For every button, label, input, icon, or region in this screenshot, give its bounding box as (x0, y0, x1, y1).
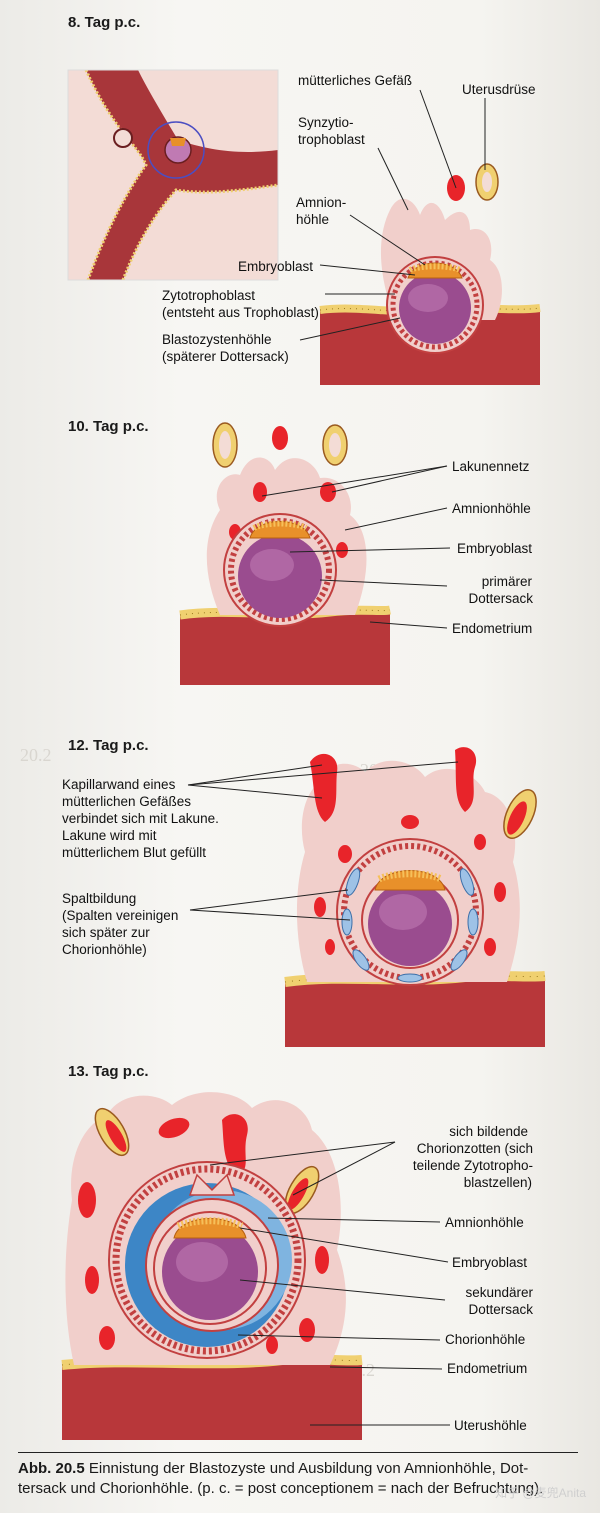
label-chorionic-cavity: Chorionhöhle (445, 1332, 526, 1347)
stage-title-day-13: 13. Tag p.c. (68, 1063, 149, 1080)
label-capillary-wall-2: mütterlichen Gefäßes (62, 794, 192, 809)
label-lacunar-network: Lakunennetz (452, 459, 530, 474)
label-cytotrophoblast-2: (entsteht aus Trophoblast) (162, 305, 319, 320)
label-embryoblast: Embryoblast (457, 541, 533, 556)
label-blastocyst-cavity-2: (späterer Dottersack) (162, 349, 289, 364)
label-amnion-cavity-2: höhle (296, 212, 330, 227)
label-embryoblast: Embryoblast (452, 1255, 528, 1270)
label-amnion-cavity-1: Amnion- (296, 195, 347, 210)
label-capillary-wall-5: mütterlichem Blut gefüllt (62, 845, 207, 860)
label-amnion-cavity: Amnionhöhle (445, 1215, 524, 1230)
label-cleft-formation-1: Spaltbildung (62, 891, 137, 906)
stage-title-day-12: 12. Tag p.c. (68, 737, 149, 754)
label-chorionic-villi-4: blastzellen) (463, 1175, 532, 1190)
label-capillary-wall-1: Kapillarwand eines (62, 777, 176, 792)
label-embryoblast: Embryoblast (238, 259, 314, 274)
label-uterine-cavity: Uterushöhle (454, 1418, 527, 1433)
figure-caption: Abb. 20.5 Einnistung der Blastozyste und… (18, 1452, 578, 1499)
overview-inset-day-8 (67, 69, 279, 281)
label-secondary-yolk-sac-1: sekundärer (465, 1285, 533, 1300)
label-cleft-formation-2: (Spalten vereinigen (62, 908, 179, 923)
label-uterine-gland: Uterusdrüse (462, 82, 536, 97)
leader-lines-day-10 (261, 465, 451, 629)
label-blastocyst-cavity-1: Blastozystenhöhle (162, 332, 272, 347)
label-endometrium: Endometrium (452, 621, 533, 636)
blastocyst-diagram-day-10 (179, 422, 391, 685)
blastocyst-diagram-day-13 (61, 1092, 363, 1440)
label-cytotrophoblast-1: Zytotrophoblast (162, 288, 256, 303)
label-capillary-wall-4: Lakune wird mit (62, 828, 157, 843)
figure-number: Abb. 20.5 (18, 1460, 85, 1477)
blastocyst-diagram-day-8 (319, 163, 541, 385)
label-cleft-formation-3: sich später zur (62, 925, 150, 940)
label-maternal-vessel: mütterliches Gefäß (298, 73, 413, 88)
watermark: 知乎 @麦兜Anita (495, 1486, 586, 1500)
label-cleft-formation-4: Chorionhöhle) (62, 942, 147, 957)
stage-title-day-8: 8. Tag p.c. (68, 14, 141, 31)
label-syncytiotrophoblast-2: trophoblast (298, 132, 365, 147)
label-endometrium: Endometrium (447, 1361, 528, 1376)
label-amnion-cavity: Amnionhöhle (452, 501, 531, 516)
leader-lines-day-12 (187, 761, 459, 921)
leader-lines-day-13 (209, 1141, 450, 1426)
bleed-through-text: 20.2 (20, 745, 52, 765)
caption-line-2: tersack und Chorionhöhle. (p. c. = post … (18, 1480, 544, 1497)
stage-title-day-10: 10. Tag p.c. (68, 418, 149, 435)
leader-lines-day-8 (299, 89, 486, 341)
label-primary-yolk-sac-1: primärer (481, 574, 532, 589)
caption-line-1: Einnistung der Blastozyste und Ausbildun… (84, 1460, 529, 1477)
label-primary-yolk-sac-2: Dottersack (468, 591, 533, 606)
label-chorionic-villi-1: sich bildende (449, 1124, 528, 1139)
label-syncytiotrophoblast-1: Synzytio- (298, 115, 354, 130)
label-secondary-yolk-sac-2: Dottersack (468, 1302, 533, 1317)
label-capillary-wall-3: verbindet sich mit Lakune. (62, 811, 219, 826)
label-chorionic-villi-2: Chorionzotten (sich (416, 1141, 533, 1156)
label-chorionic-villi-3: teilende Zytotropho- (412, 1158, 533, 1173)
blastocyst-diagram-day-12 (284, 747, 546, 1047)
